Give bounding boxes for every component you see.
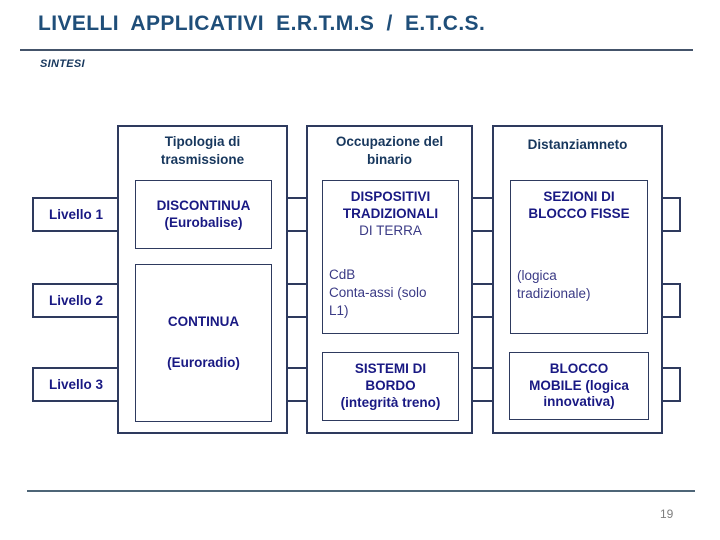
column-1-header-line-1: Tipologia di [164,134,241,149]
box-sezioni-line-1: SEZIONI DI [543,189,615,204]
box-discontinua-line-1: DISCONTINUA [156,197,251,213]
box-sistemi-line-1: SISTEMI DI [354,361,427,377]
column-1-header-line-2: trasmissione [160,151,245,167]
cdb-line-2: Conta-assi (solo [329,284,427,300]
page-number: 19 [660,507,674,521]
box-sezioni-blocco-fisse: SEZIONI DI BLOCCO FISSE (logica tradizio… [510,180,648,334]
column-2-header: Occupazione del binario [308,133,471,168]
box-continua-line-2: (Euroradio) [167,355,240,370]
box-blocco-line-2: MOBILE (logica [529,377,629,393]
box-dispositivi-di-terra: DI TERRA [359,222,422,238]
box-dispositivi-line-2: TRADIZIONALI [342,205,439,221]
box-discontinua-line-2: (Eurobalise) [164,214,243,230]
footer-divider [27,490,695,492]
cdb-line-3: L1) [329,302,349,318]
box-discontinua-eurobalise: DISCONTINUA (Eurobalise) [135,180,272,249]
slide-subtitle: SINTESI [40,58,85,70]
box-continua-line-1: CONTINUA [167,314,240,330]
column-1-header: Tipologia di trasmissione [119,133,286,168]
box-blocco-line-3: innovativa) [543,394,615,410]
page-title: LIVELLI APPLICATIVI E.R.T.M.S / E.T.C.S. [38,12,486,35]
column-2-header-line-1: Occupazione del [335,134,444,149]
box-dispositivi-line-1: DISPOSITIVI [350,189,431,204]
box-sistemi-di-bordo: SISTEMI DI BORDO (integrità treno) [322,352,459,421]
box-sezioni-logica-block: (logica tradizionale) [511,267,647,303]
box-blocco-mobile: BLOCCO MOBILE (logica innovativa) [509,352,649,420]
box-dispositivi-cdb-block: CdB Conta-assi (solo L1) [323,266,458,320]
box-sezioni-line-2: BLOCCO FISSE [528,205,630,221]
column-3-header: Distanziamneto [494,136,661,154]
box-sistemi-line-3: (integrità treno) [340,394,441,410]
logica-line-1: (logica [517,267,557,283]
title-divider [20,49,693,51]
level-3-label: Livello 3 [48,377,104,392]
box-dispositivi-tradizionali: DISPOSITIVI TRADIZIONALI DI TERRA CdB Co… [322,180,459,334]
logica-line-2: tradizionale) [517,285,591,301]
column-3-header-line-1: Distanziamneto [527,137,628,152]
box-blocco-line-1: BLOCCO [549,360,609,376]
level-1-label: Livello 1 [48,207,104,222]
box-sistemi-line-2: BORDO [365,378,416,394]
box-continua-euroradio: CONTINUA (Euroradio) [135,264,272,422]
level-2-label: Livello 2 [48,293,104,308]
column-2-header-line-2: binario [366,151,412,167]
cdb-line-1: CdB [329,266,356,282]
